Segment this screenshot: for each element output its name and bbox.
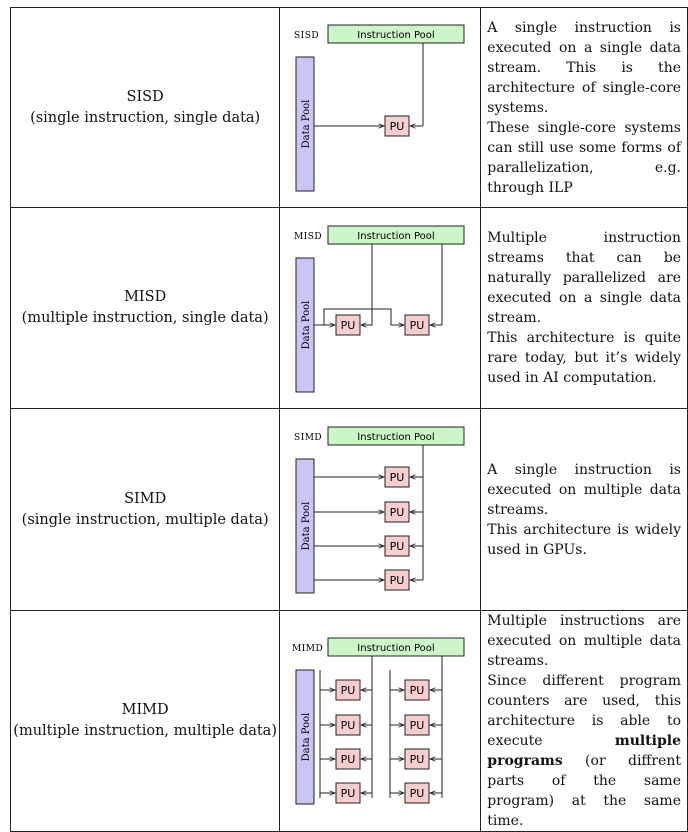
misd-diagram-cell: MISD Instruction Pool Data Pool PU PU: [279, 207, 482, 409]
misd-name: MISD: [124, 289, 167, 305]
instruction-arrow: [361, 244, 373, 325]
sisd-name-cell: SISD (single instruction, single data): [9, 7, 281, 208]
pu-box: [335, 714, 361, 736]
mimd-description-1: Multiple instructions are executed on mu…: [487, 613, 681, 669]
pu-box: [404, 748, 430, 770]
instruction-pool-box: [327, 225, 465, 245]
instruction-pool-label: Instruction Pool: [358, 643, 435, 654]
pu-label: PU: [390, 540, 405, 553]
simd-tag: SIMD: [294, 433, 322, 443]
data-pool-box: [295, 458, 315, 594]
pu-box: [335, 314, 361, 336]
pu-label: PU: [390, 574, 405, 587]
pu-box: [384, 535, 410, 557]
instruction-pool-label: Instruction Pool: [358, 231, 435, 242]
table-row-misd: MISD (multiple instruction, single data)…: [9, 207, 688, 409]
pu-label: PU: [410, 719, 425, 732]
instruction-arrow: [430, 244, 443, 325]
misd-description-1: Multiple instruction streams that can be…: [487, 230, 681, 326]
pu-box: [384, 501, 410, 523]
table-row-mimd: MIMD (multiple instruction, multiple dat…: [9, 610, 688, 832]
sisd-tag: SISD: [294, 31, 319, 41]
data-pool-label: Data Pool: [301, 713, 312, 762]
sisd-description-1: A single instruction is executed on a si…: [487, 19, 681, 116]
data-pool-label: Data Pool: [301, 301, 312, 350]
mimd-description-bold: multiple programs: [487, 733, 681, 769]
pu-label: PU: [390, 471, 405, 484]
pu-box: [404, 714, 430, 736]
simd-name-cell: SIMD (single instruction, multiple data): [9, 408, 281, 611]
pu-box: [404, 782, 430, 804]
data-pool-box: [295, 56, 315, 192]
pu-label: PU: [410, 787, 425, 800]
flynn-taxonomy-table: SISD (single instruction, single data) S…: [9, 7, 688, 832]
pu-box: [384, 466, 410, 488]
pu-label: PU: [390, 506, 405, 519]
simd-expansion: (single instruction, multiple data): [21, 511, 269, 528]
mimd-name-cell: MIMD (multiple instruction, multiple dat…: [9, 610, 281, 832]
mimd-diagram-cell: MIMD Instruction Pool Data Pool PU: [279, 610, 482, 832]
instruction-pool-box: [327, 637, 465, 657]
pu-label: PU: [341, 319, 356, 332]
mimd-name: MIMD: [121, 702, 169, 718]
mimd-description-2-end: (or diffrent parts of the same program) …: [487, 753, 681, 829]
mimd-tag: MIMD: [292, 644, 323, 654]
simd-diagram: SIMD Instruction Pool Data Pool PU PU: [294, 426, 465, 594]
pu-label: PU: [410, 319, 425, 332]
misd-diagram: MISD Instruction Pool Data Pool PU PU: [294, 225, 465, 393]
misd-name-cell: MISD (multiple instruction, single data): [9, 207, 281, 409]
mimd-description-cell: Multiple instructions are executed on mu…: [480, 610, 688, 832]
sisd-description-2: These single-core systems can still use …: [487, 119, 681, 196]
sisd-diagram: SISD Instruction Pool Data Pool PU: [294, 24, 465, 192]
simd-description-1: A single instruction is executed on mult…: [487, 461, 681, 518]
sisd-diagram-cell: SISD Instruction Pool Data Pool PU: [279, 7, 482, 208]
pu-stack: PU PU PU PU: [314, 466, 424, 591]
pu-box: [384, 569, 410, 591]
pu-label: PU: [341, 787, 356, 800]
mimd-description-2-start: Since different program counters are use…: [487, 673, 681, 749]
simd-diagram-cell: SIMD Instruction Pool Data Pool PU PU: [279, 408, 482, 611]
sisd-name: SISD: [126, 88, 164, 105]
misd-description-2: This architecture is quite rare today, b…: [487, 330, 681, 386]
pu-label: PU: [410, 753, 425, 766]
table-row-sisd: SISD (single instruction, single data) S…: [9, 7, 688, 208]
data-pool-label: Data Pool: [301, 100, 312, 149]
misd-description-cell: Multiple instruction streams that can be…: [480, 207, 688, 409]
instruction-pool-label: Instruction Pool: [358, 30, 435, 41]
sisd-description-cell: A single instruction is executed on a si…: [480, 7, 688, 208]
data-path: [314, 308, 404, 325]
instruction-pool-box: [327, 426, 465, 446]
instruction-pool-label: Instruction Pool: [358, 432, 435, 443]
sisd-expansion: (single instruction, single data): [30, 109, 261, 126]
pu-label: PU: [341, 684, 356, 697]
simd-description-cell: A single instruction is executed on mult…: [480, 408, 688, 611]
misd-tag: MISD: [294, 232, 322, 242]
pu-label: PU: [341, 719, 356, 732]
simd-description-2: This architecture is widely used in GPUs…: [487, 521, 681, 558]
pu-label: PU: [341, 753, 356, 766]
table-row-simd: SIMD (single instruction, multiple data)…: [9, 408, 688, 611]
pu-grid: PU PU PU PU PU: [320, 679, 443, 804]
instruction-pool-box: [327, 24, 465, 44]
pu-label: PU: [410, 684, 425, 697]
pu-label: PU: [390, 120, 405, 133]
pu-box: [404, 679, 430, 701]
pu-box: [404, 314, 430, 336]
data-pool-label: Data Pool: [301, 502, 312, 551]
pu-box: [335, 782, 361, 804]
pu-box: [335, 679, 361, 701]
mimd-diagram: MIMD Instruction Pool Data Pool PU: [292, 637, 465, 805]
mimd-description-2: Since different program counters are use…: [487, 671, 681, 831]
misd-expansion: (multiple instruction, single data): [21, 310, 269, 326]
data-pool-box: [295, 669, 315, 805]
pu-box: [384, 115, 410, 137]
pu-box: [335, 748, 361, 770]
simd-name: SIMD: [124, 490, 167, 507]
mimd-expansion: (multiple instruction, multiple data): [13, 723, 277, 739]
